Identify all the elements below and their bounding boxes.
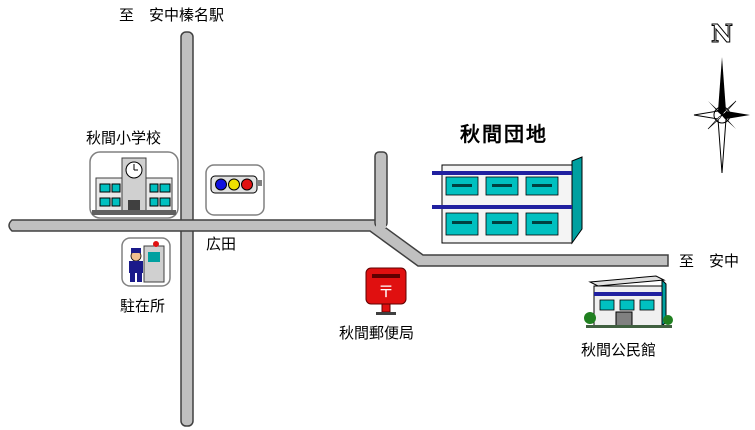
north-label: N: [711, 19, 734, 48]
label-community-hall: 秋間公民館: [581, 341, 657, 359]
svg-text:〒: 〒: [378, 282, 394, 301]
road-east-west: [8, 219, 669, 267]
label-school: 秋間小学校: [86, 129, 162, 147]
compass-icon: [693, 57, 750, 174]
road-spur: [374, 151, 388, 228]
label-post-office: 秋間郵便局: [339, 324, 415, 342]
traffic-signal-icon: [205, 164, 265, 216]
school-icon: [89, 151, 179, 219]
label-intersection: 広田: [206, 235, 237, 253]
community-hall-icon: [584, 275, 673, 328]
police-box-icon: [121, 237, 171, 287]
label-to-north: 至 安中榛名駅: [119, 6, 225, 24]
label-police-box: 駐在所: [120, 297, 166, 315]
apartment-complex-icon: [432, 156, 583, 245]
label-danchi: 秋間団地: [460, 122, 548, 146]
roads: [8, 31, 669, 427]
mailbox-icon: 〒: [365, 267, 407, 315]
label-to-east: 至 安中: [679, 252, 740, 270]
